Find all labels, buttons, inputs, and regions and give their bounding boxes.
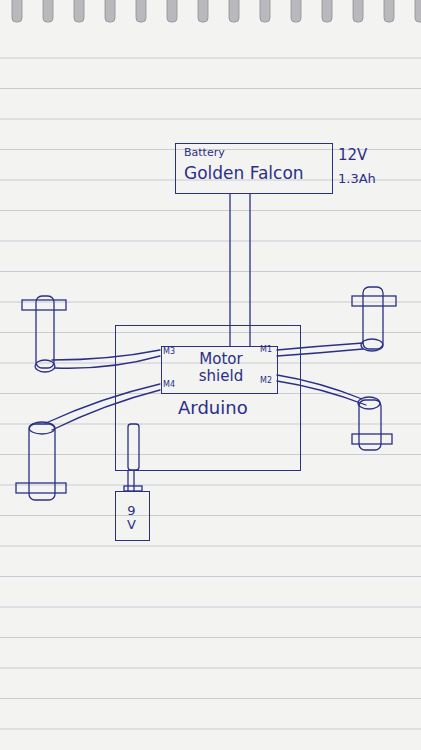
spiral-hole — [167, 0, 177, 22]
pin-label: M2 — [260, 377, 272, 385]
ruled-line — [0, 515, 421, 516]
spiral-hole — [12, 0, 22, 22]
spiral-hole — [229, 0, 239, 22]
spiral-hole — [105, 0, 115, 22]
ruled-line — [0, 546, 421, 547]
power-plug — [124, 424, 142, 491]
ruled-line — [0, 698, 421, 699]
ruled-line — [0, 88, 421, 89]
battery-box: BatteryGolden Falcon — [175, 143, 333, 194]
node-title: 9 V — [127, 504, 136, 533]
ruled-line — [0, 119, 421, 120]
ruled-line — [0, 637, 421, 638]
arduino-board: Arduino Motor shield — [115, 325, 301, 471]
ruled-line — [0, 607, 421, 608]
pin-label: M3 — [163, 348, 175, 356]
ruled-lines — [0, 58, 421, 729]
spiral-hole — [353, 0, 363, 22]
ruled-line — [0, 485, 421, 486]
capacity-label: 1.3Ah — [338, 172, 376, 185]
spiral-hole — [43, 0, 53, 22]
node-title: Arduino — [178, 398, 248, 418]
spiral-hole — [74, 0, 84, 22]
spiral-holes — [12, 0, 421, 22]
ruled-line — [0, 271, 421, 272]
ruled-line — [0, 729, 421, 730]
ruled-line — [0, 241, 421, 242]
ruled-line — [0, 668, 421, 669]
spiral-hole — [198, 0, 208, 22]
spiral-hole — [291, 0, 301, 22]
dc-motor — [16, 422, 66, 500]
ruled-line — [0, 576, 421, 577]
ruled-line — [0, 454, 421, 455]
spiral-hole — [384, 0, 394, 22]
spiral-hole — [415, 0, 421, 22]
node-subtitle: Golden Falcon — [184, 164, 304, 183]
motor-wires — [46, 343, 366, 430]
node-title: Motor shield — [192, 351, 250, 384]
pin-label: M4 — [163, 381, 175, 389]
pin-label: M1 — [260, 346, 272, 354]
dc-motor — [352, 287, 396, 351]
voltage-label: 12V — [338, 148, 367, 163]
node-title: Battery — [184, 147, 225, 159]
ruled-line — [0, 302, 421, 303]
dc-motor — [352, 397, 392, 450]
power-wire — [230, 194, 250, 346]
spiral-hole — [322, 0, 332, 22]
ruled-line — [0, 210, 421, 211]
ruled-line — [0, 332, 421, 333]
battery-9v: 9 V — [115, 491, 150, 541]
dc-motor — [22, 296, 66, 372]
spiral-hole — [136, 0, 146, 22]
spiral-hole — [260, 0, 270, 22]
power-wire — [128, 471, 134, 491]
ruled-line — [0, 58, 421, 59]
